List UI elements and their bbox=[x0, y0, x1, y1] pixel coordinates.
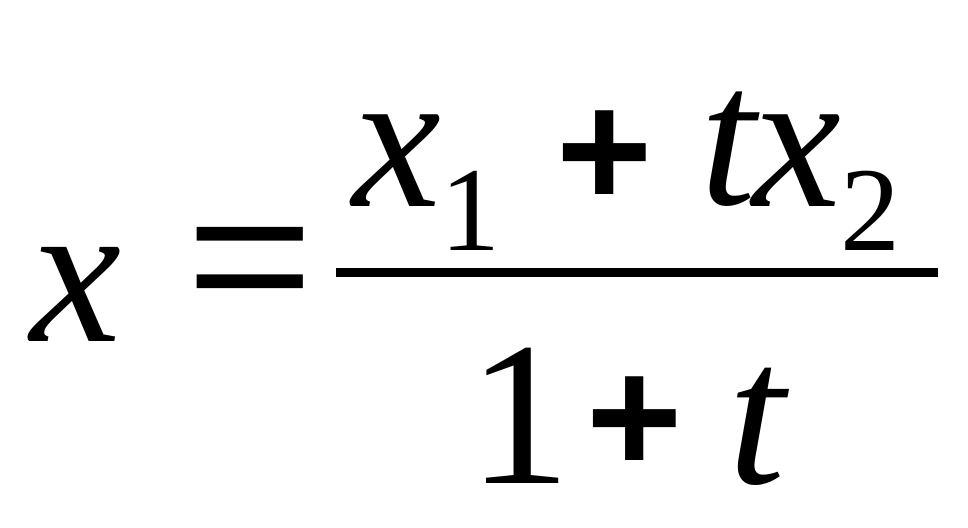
numerator-x1-variable: x bbox=[352, 29, 441, 250]
numerator-x2-variable: x bbox=[752, 29, 841, 250]
equals-sign: = bbox=[186, 149, 314, 361]
fraction-bar bbox=[336, 268, 938, 277]
denominator-one: 1 bbox=[468, 301, 571, 528]
lhs-variable-x: x bbox=[30, 159, 121, 386]
numerator-plus-sign: + bbox=[556, 58, 653, 242]
numerator-t-variable: t bbox=[700, 27, 756, 248]
numerator-x2-subscript: 2 bbox=[840, 143, 900, 276]
denominator-plus-sign: + bbox=[586, 324, 683, 508]
numerator-x1-subscript: 1 bbox=[440, 143, 500, 276]
formula: x = x 1 + t x 2 1 + t bbox=[30, 27, 938, 528]
denominator-t-variable: t bbox=[728, 301, 785, 528]
